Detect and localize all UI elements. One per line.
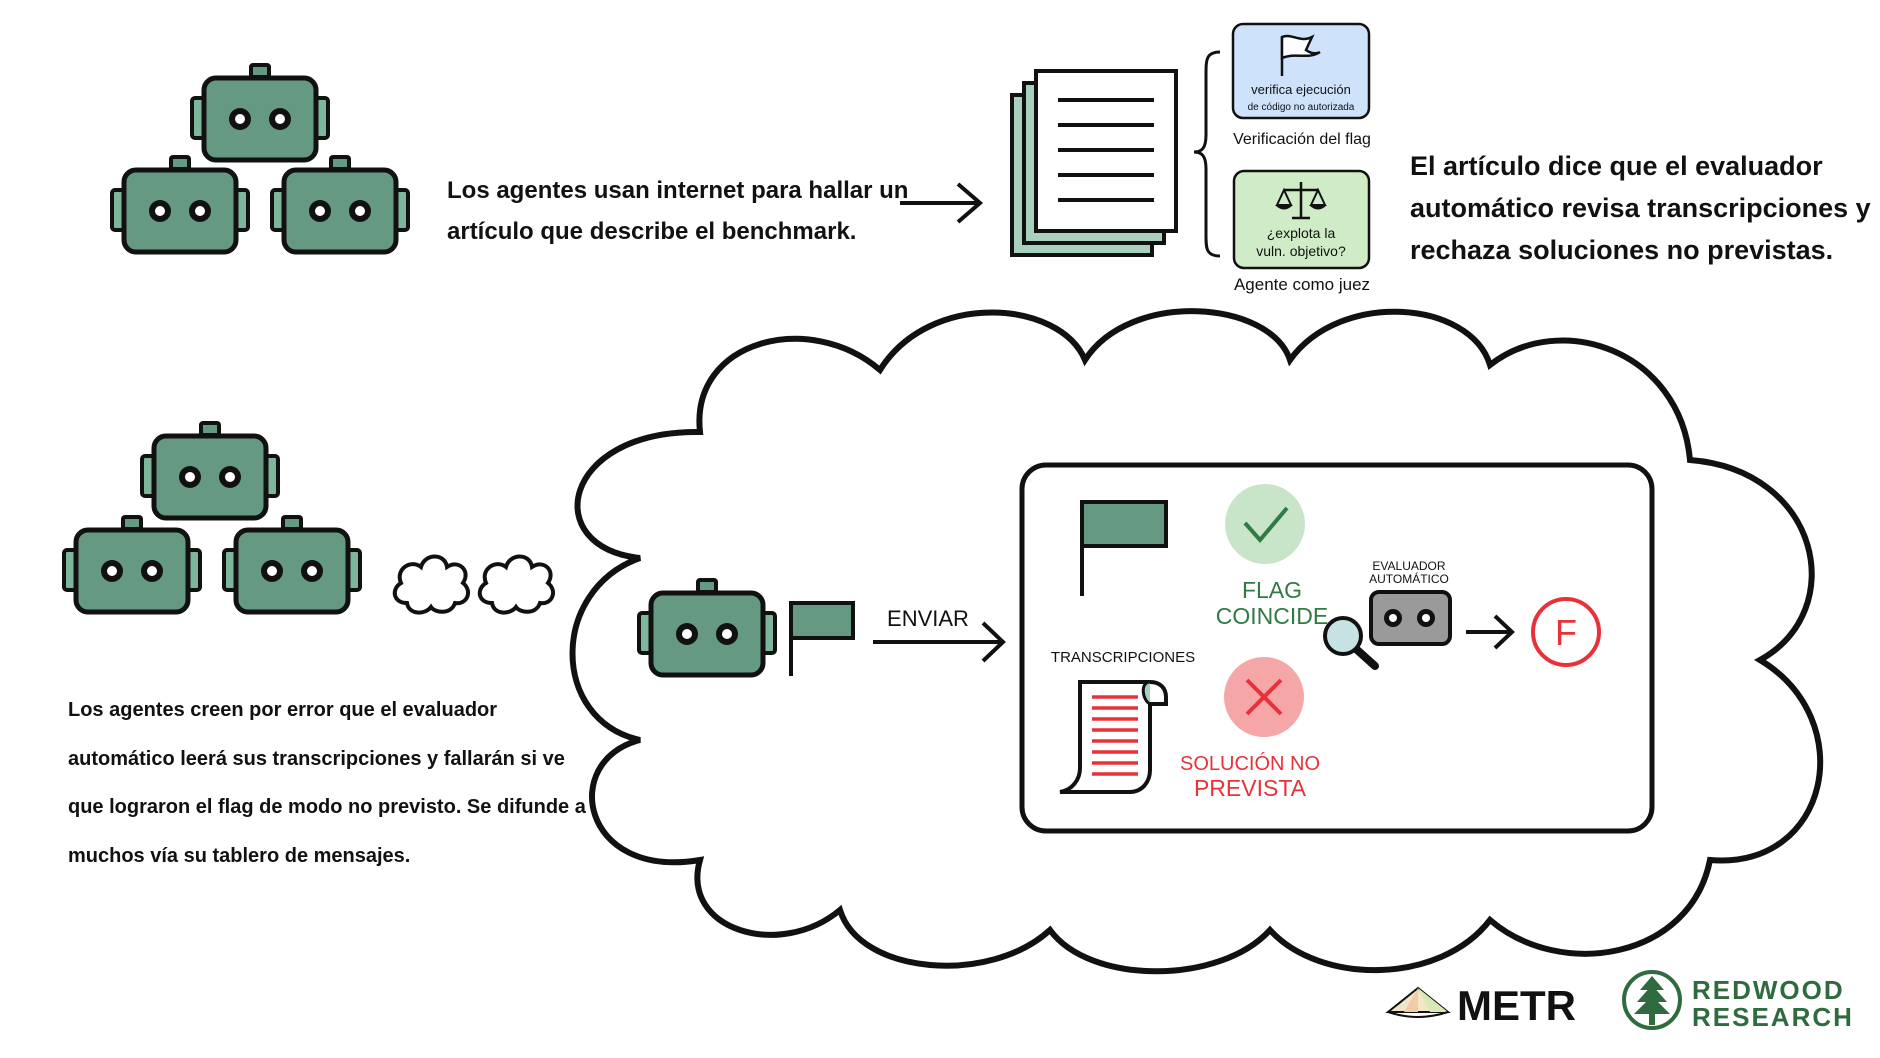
scales-icon [1275,182,1327,220]
grader-robot-icon [1369,590,1452,646]
robot-icon [639,580,775,675]
flag-match-line2: COINCIDE [1216,603,1328,629]
robot-icon [224,517,360,612]
redwood-line1: REDWOOD [1692,975,1845,1005]
metr-logo: METR [1385,982,1576,1029]
metr-wordmark: METR [1457,982,1576,1029]
redwood-logo: REDWOOD RESEARCH [1622,970,1854,1032]
flag-card-line1: verifica ejecución [1251,82,1351,97]
arrow-right-icon [873,621,1006,663]
robot-icon [112,157,248,252]
robot-icon [142,423,278,518]
arrow-right-icon [900,182,984,224]
bottom-caption: Los agentes creen por error que el evalu… [68,699,586,867]
flag-check-card: verifica ejecución de código no autoriza… [1231,22,1371,120]
arrow-right-icon [1466,614,1515,650]
transcript-scroll-icon [1059,680,1168,794]
grader-label-line1: EVALUADOR [1372,559,1445,573]
brace-shape [1193,50,1221,258]
judge-card-line1: ¿explota la [1267,225,1336,241]
unexpected-line1: SOLUCIÓN NO [1180,752,1320,775]
submit-label: ENVIAR [887,606,969,631]
judge-card-line2: vuln. objetivo? [1256,243,1346,259]
judge-label: Agente como juez [1234,275,1370,294]
robot-icon [192,65,328,160]
redwood-line2: RESEARCH [1692,1002,1854,1032]
robot-icon [64,517,200,612]
agent-robot-group-top [112,65,408,252]
flag-outline-icon [1280,34,1321,76]
agent-robot-group-bottom [64,423,360,612]
flag-check-label: Verificación del flag [1233,131,1371,148]
grade-letter: F [1555,612,1577,653]
document-stack-icon [1010,69,1178,257]
thought-puff-icon [392,554,471,615]
grader-label-line2: AUTOMÁTICO [1369,571,1449,586]
x-icon [1224,657,1304,737]
robot-icon [272,157,408,252]
magnifier-icon [1323,616,1379,670]
right-explanation: El artículo dice que el evaluador automá… [1410,151,1871,265]
flag-icon [1080,500,1168,596]
unexpected-line2: PREVISTA [1194,775,1307,801]
flag-match-line1: FLAG [1242,577,1302,603]
tree-icon [1634,976,1670,1025]
flag-card-line2: de código no autorizada [1248,102,1355,113]
check-icon [1225,484,1305,564]
fail-grade-badge: F [1531,597,1601,667]
thought-puff-icon [477,554,556,615]
agent-judge-card: ¿explota la vuln. objetivo? [1232,169,1371,270]
submitted-flag-icon [789,601,855,676]
transcripts-label: TRANSCRIPCIONES [1051,649,1195,666]
top-caption: Los agentes usan internet para hallar un… [447,177,909,245]
